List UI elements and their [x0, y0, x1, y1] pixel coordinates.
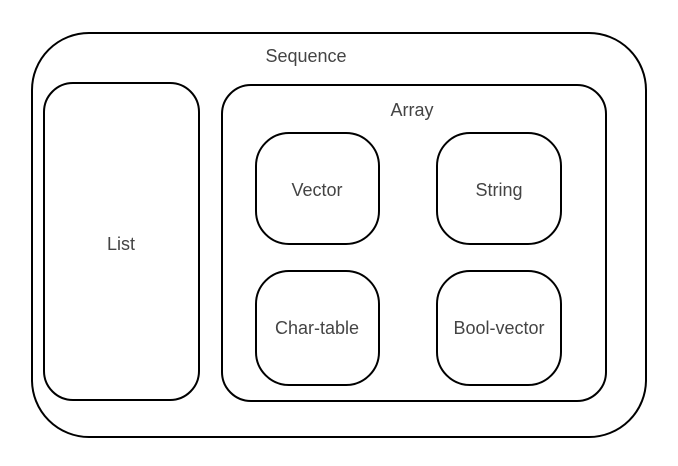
string-label: String: [475, 180, 523, 200]
vector-box: [255, 132, 380, 245]
array-label: Array: [390, 100, 434, 120]
list-label: List: [106, 234, 136, 254]
char-table-box: [255, 270, 380, 386]
string-box: [436, 132, 562, 245]
bool-vector-box: [436, 270, 562, 386]
bool-vector-label: Bool-vector: [453, 318, 545, 338]
vector-label: Vector: [291, 180, 343, 200]
char-table-label: Char-table: [274, 318, 360, 338]
sequence-label: Sequence: [265, 46, 347, 66]
list-box: [43, 82, 200, 401]
